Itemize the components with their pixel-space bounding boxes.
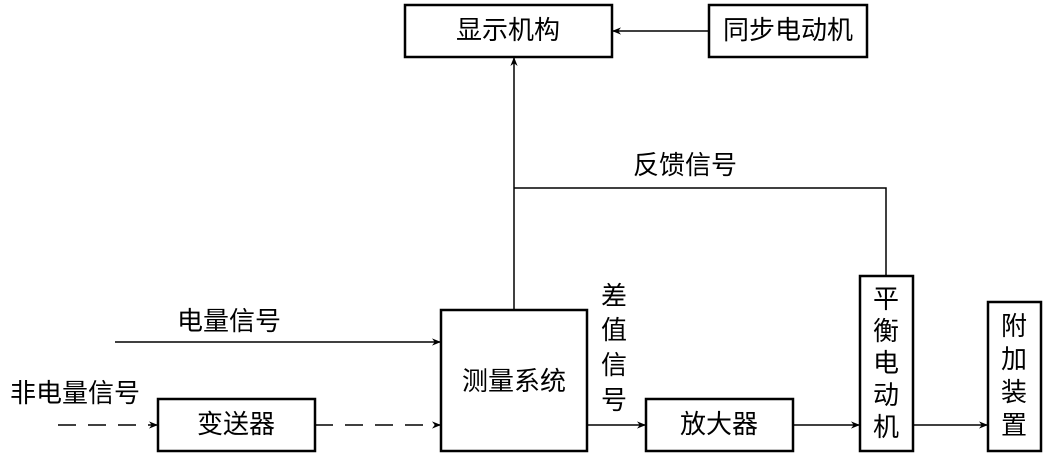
balance-motor-char: 机 bbox=[873, 413, 899, 443]
transmitter-label: 变送器 bbox=[197, 410, 275, 440]
amplifier-label: 放大器 bbox=[680, 410, 758, 440]
measuring-block: 测量系统 bbox=[439, 308, 589, 453]
balance-motor-char: 衡 bbox=[873, 317, 899, 347]
sync-motor-label: 同步电动机 bbox=[723, 16, 853, 46]
non-electrical-signal-label: 非电量信号 bbox=[10, 379, 140, 409]
feedback-line bbox=[514, 187, 887, 276]
difference-signal-char: 值 bbox=[601, 316, 627, 346]
balance-motor-char: 动 bbox=[873, 381, 899, 411]
difference-signal-char: 差 bbox=[601, 282, 627, 312]
attachment-block: 附 加 装 置 bbox=[986, 300, 1043, 453]
attachment-char: 加 bbox=[1001, 345, 1027, 375]
sync-motor-block: 同步电动机 bbox=[707, 3, 869, 59]
attachment-char: 装 bbox=[1001, 378, 1027, 408]
display-label: 显示机构 bbox=[456, 16, 560, 46]
electrical-signal-label: 电量信号 bbox=[177, 307, 281, 337]
transmitter-block: 变送器 bbox=[156, 397, 317, 453]
measuring-label: 测量系统 bbox=[462, 367, 566, 397]
difference-signal-char: 信 bbox=[601, 351, 627, 381]
amplifier-block: 放大器 bbox=[644, 397, 795, 453]
attachment-char: 置 bbox=[1001, 411, 1027, 441]
balance-motor-block: 平 衡 电 动 机 bbox=[858, 274, 915, 453]
difference-signal-label: 差 值 信 号 bbox=[601, 282, 627, 416]
difference-signal-char: 号 bbox=[601, 386, 627, 416]
balance-motor-char: 平 bbox=[873, 285, 899, 315]
display-block: 显示机构 bbox=[403, 3, 614, 59]
balance-motor-char: 电 bbox=[873, 349, 899, 379]
feedback-signal-label: 反馈信号 bbox=[633, 151, 737, 181]
attachment-char: 附 bbox=[1001, 312, 1027, 342]
